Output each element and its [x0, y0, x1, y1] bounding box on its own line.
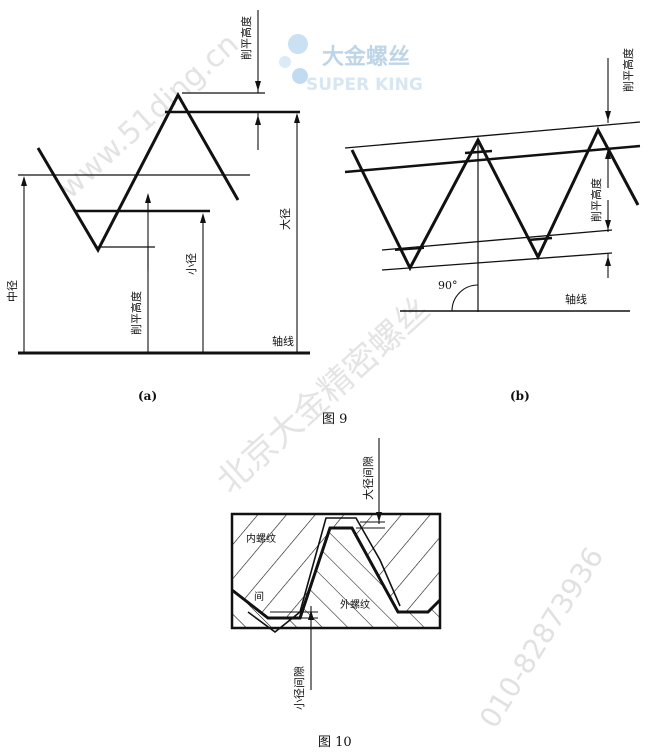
label-cut-height-top-a: 削平高度 [239, 16, 253, 60]
watermark-site: www.51ding.cn [52, 27, 246, 206]
label-cut-height-a: 削平高度 [129, 291, 143, 335]
watermark-beijing: 北京大金精密螺丝 [209, 290, 438, 502]
watermark-brand-en: SUPER KING [306, 75, 423, 95]
label-cut-height-top-b: 削平高度 [621, 48, 635, 92]
thread-profile-b [350, 126, 640, 272]
caption-9a: (a) [138, 389, 157, 403]
figure-9a [18, 10, 310, 355]
label-minor-clearance: 小径间隙 [292, 666, 306, 710]
label-external-thread: 外螺纹 [340, 598, 370, 611]
watermark-brand-cn: 大金螺丝 [322, 44, 410, 70]
label-major-diameter: 大径 [278, 208, 292, 230]
thread-profile-a [36, 91, 240, 254]
label-gap: 间 [254, 590, 264, 603]
label-cut-height-right-b: 削平高度 [589, 178, 603, 222]
figure-9b-labels: 削平高度 削平高度 90° 轴线 (b) [438, 48, 635, 403]
caption-figure-9: 图 9 [322, 412, 347, 427]
internal-thread-profile [247, 517, 401, 634]
label-axis-b: 轴线 [565, 292, 587, 306]
label-internal-thread: 内螺纹 [246, 532, 276, 545]
label-axis-a: 轴线 [272, 334, 294, 348]
caption-figure-10: 图 10 [318, 735, 352, 750]
figure-9a-labels: 削平高度 中径 削平高度 小径 大径 轴线 (a) [6, 16, 294, 403]
label-angle-90: 90° [438, 279, 458, 292]
watermark-phone: 010-82873936 [473, 541, 610, 733]
watermark-logo: 大金螺丝 SUPER KING [279, 34, 423, 95]
label-minor-diameter: 小径 [185, 253, 198, 275]
figure-10 [230, 438, 442, 690]
figure-10-labels: 大径间隙 内螺纹 外螺纹 间 小径间隙 图 10 [246, 456, 375, 750]
label-pitch-diameter: 中径 [6, 280, 19, 302]
caption-9b: (b) [510, 389, 530, 403]
label-major-clearance: 大径间隙 [361, 456, 375, 500]
figure-9b [344, 58, 641, 312]
